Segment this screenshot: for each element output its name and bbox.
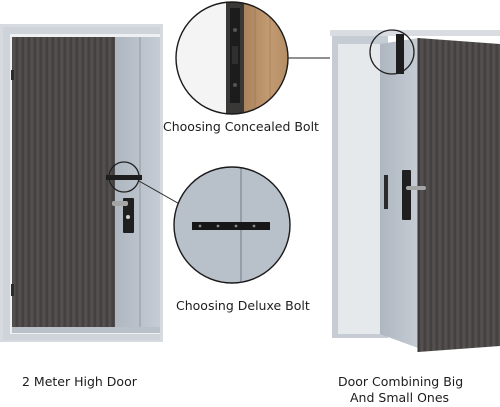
left-door [0,24,184,342]
caption-right-door-line1: Door Combining Big [338,374,464,389]
top-bolt-highlight-circle [369,29,415,75]
right-door-handle [402,170,411,220]
deluxe-bolt-zoom [173,166,291,284]
caption-right-door-line2: And Small Ones [350,390,450,405]
bolt-highlight-circle [108,161,140,193]
callout-deluxe-bolt: Choosing Deluxe Bolt [176,298,310,313]
callout-concealed-bolt: Choosing Concealed Bolt [163,119,319,134]
right-door-leaf [418,38,500,352]
left-door-wood-leaf [12,37,115,327]
concealed-bolt-zoom [175,1,330,115]
caption-left-door: 2 Meter High Door [22,374,137,389]
right-door [330,29,500,352]
